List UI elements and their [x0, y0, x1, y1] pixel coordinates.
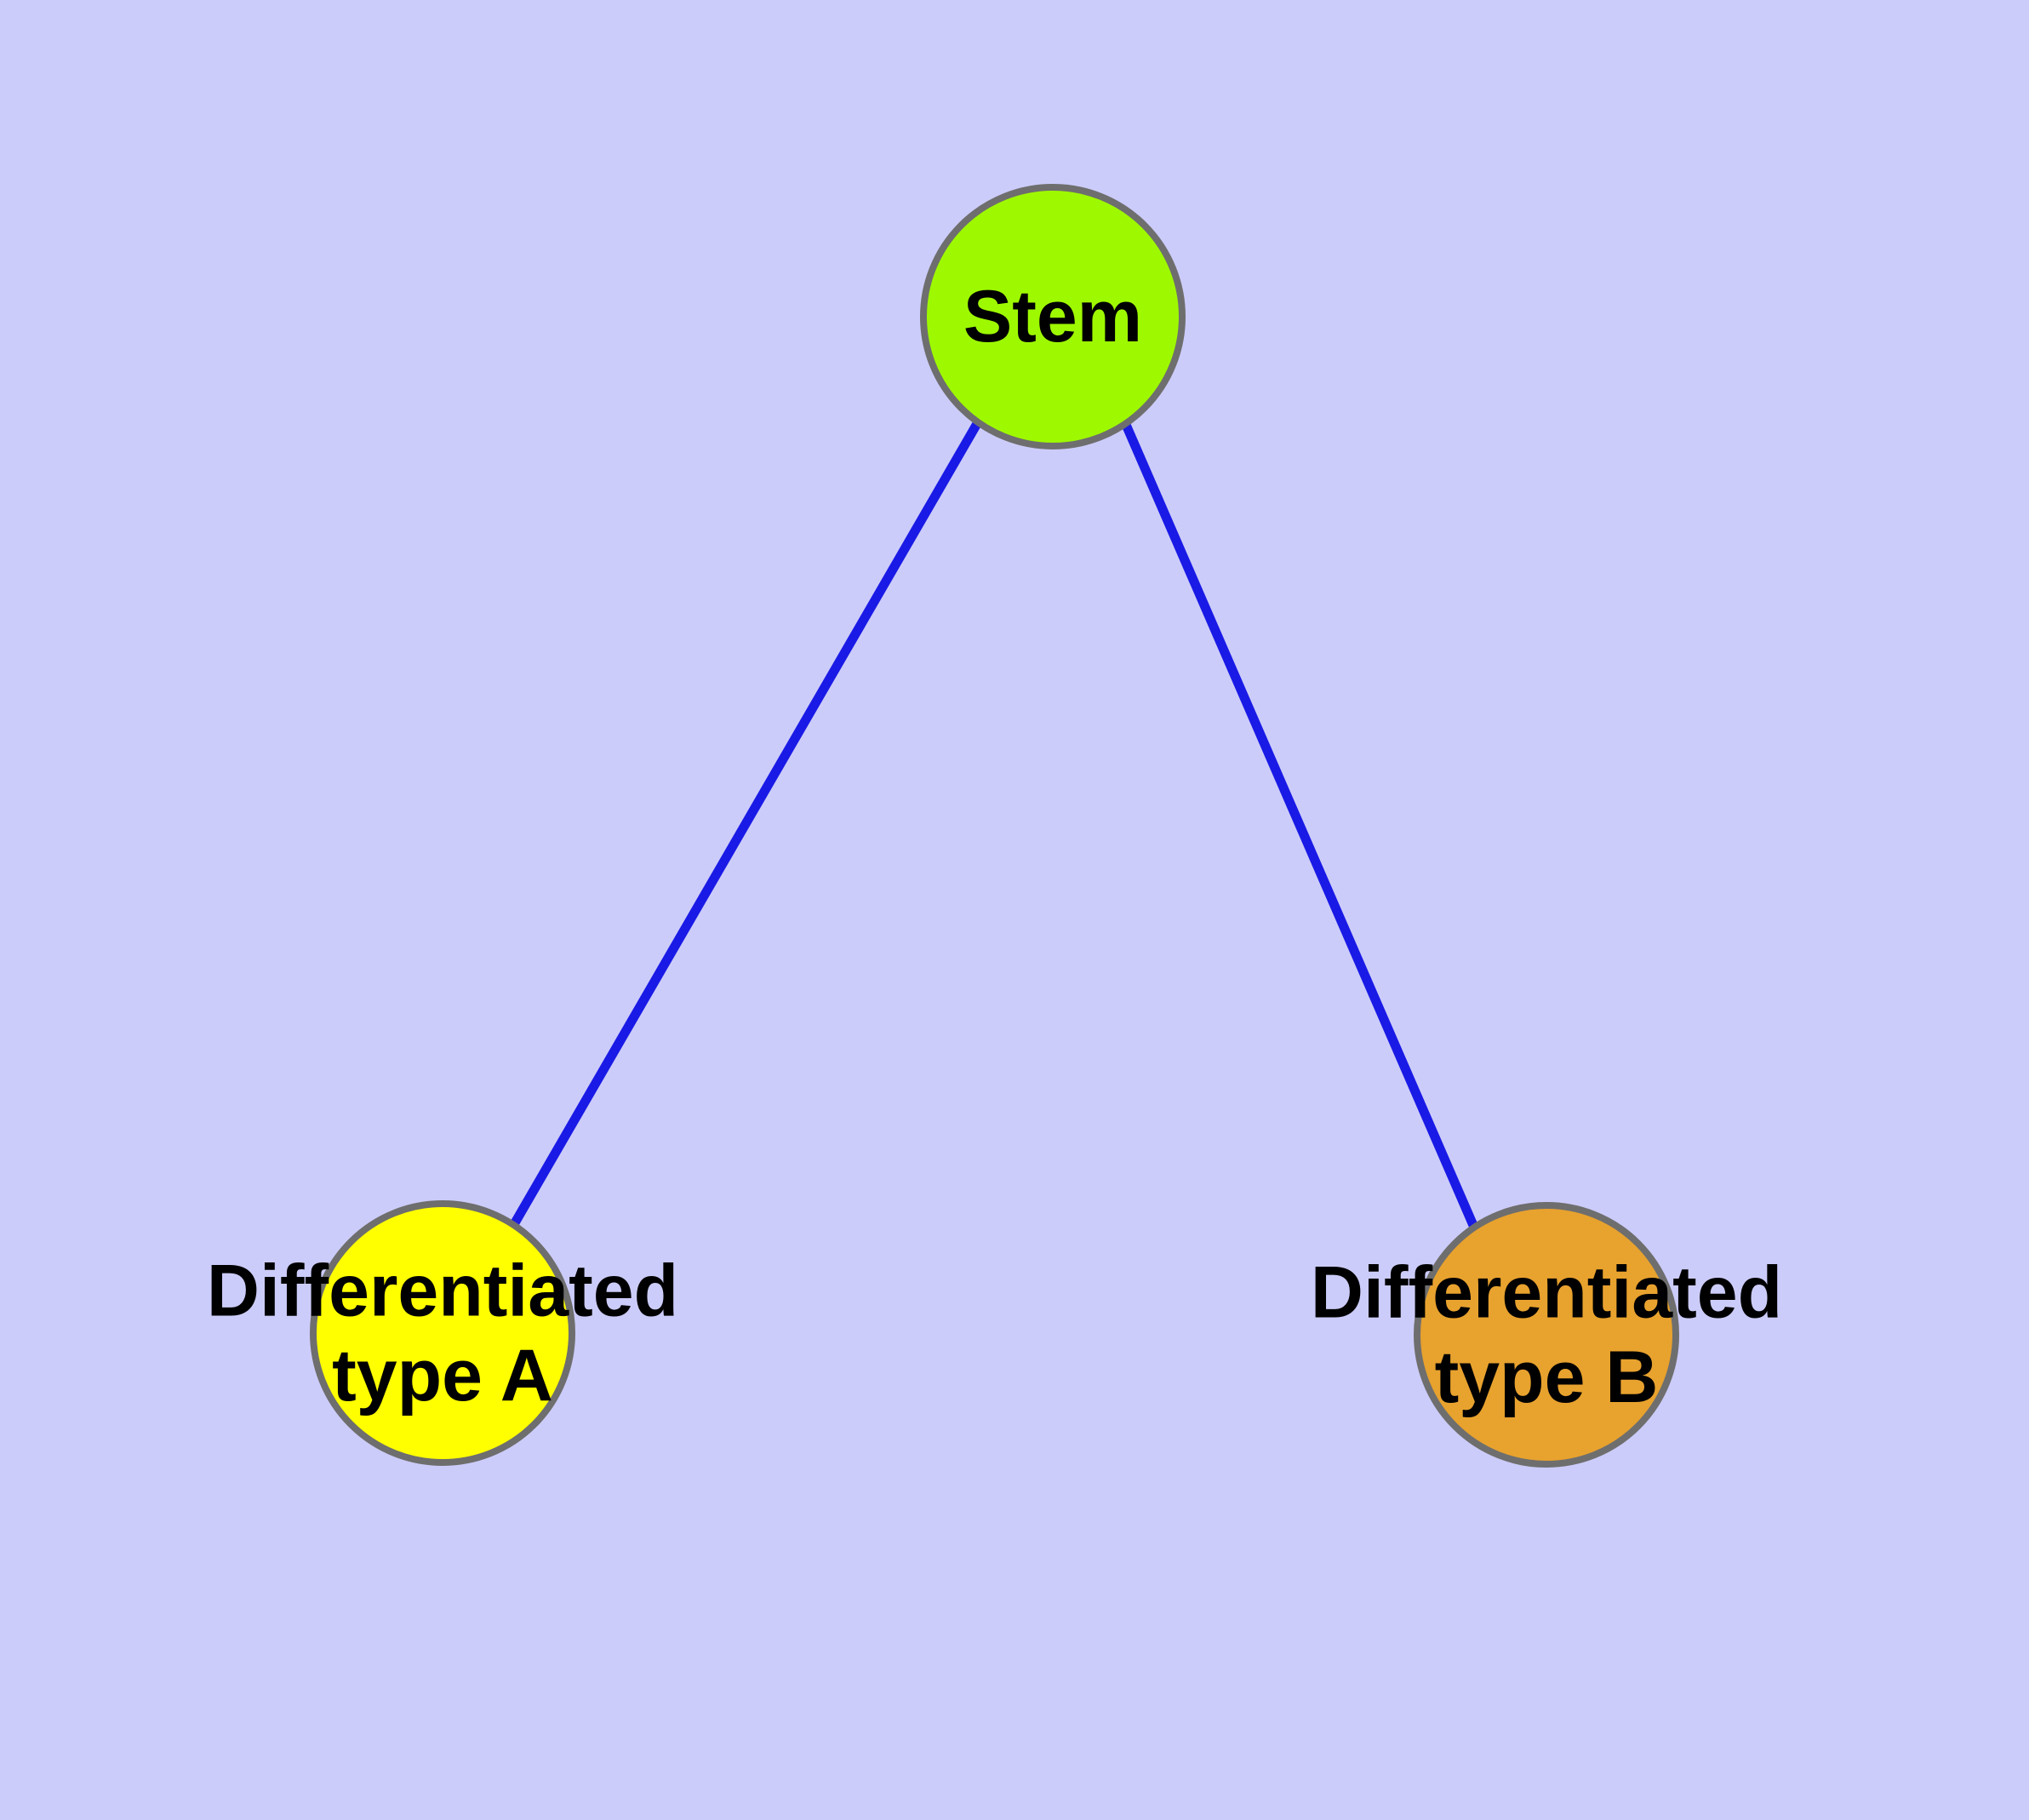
node-differentiated-type-a[interactable]	[310, 1200, 575, 1466]
edge-stem-to-differentiated-type-b	[1118, 416, 1480, 1232]
node-label-line: Differentiated	[1311, 1251, 1782, 1333]
node-stem[interactable]	[920, 184, 1186, 449]
edges-layer	[509, 416, 1480, 1232]
edge-stem-to-differentiated-type-a	[509, 420, 982, 1228]
node-label-line: Differentiated	[207, 1250, 678, 1331]
node-stem-circle[interactable]	[920, 184, 1186, 449]
node-label-line: type B	[1435, 1336, 1659, 1418]
node-label-line: Stem	[963, 276, 1142, 358]
node-differentiated-type-b[interactable]	[1414, 1202, 1679, 1468]
node-label-stem: Stem	[963, 276, 1142, 358]
node-differentiated-type-b-circle[interactable]	[1414, 1202, 1679, 1468]
nodes-layer	[310, 184, 1679, 1468]
node-differentiated-type-a-circle[interactable]	[310, 1200, 575, 1466]
node-label-line: type A	[332, 1335, 553, 1417]
